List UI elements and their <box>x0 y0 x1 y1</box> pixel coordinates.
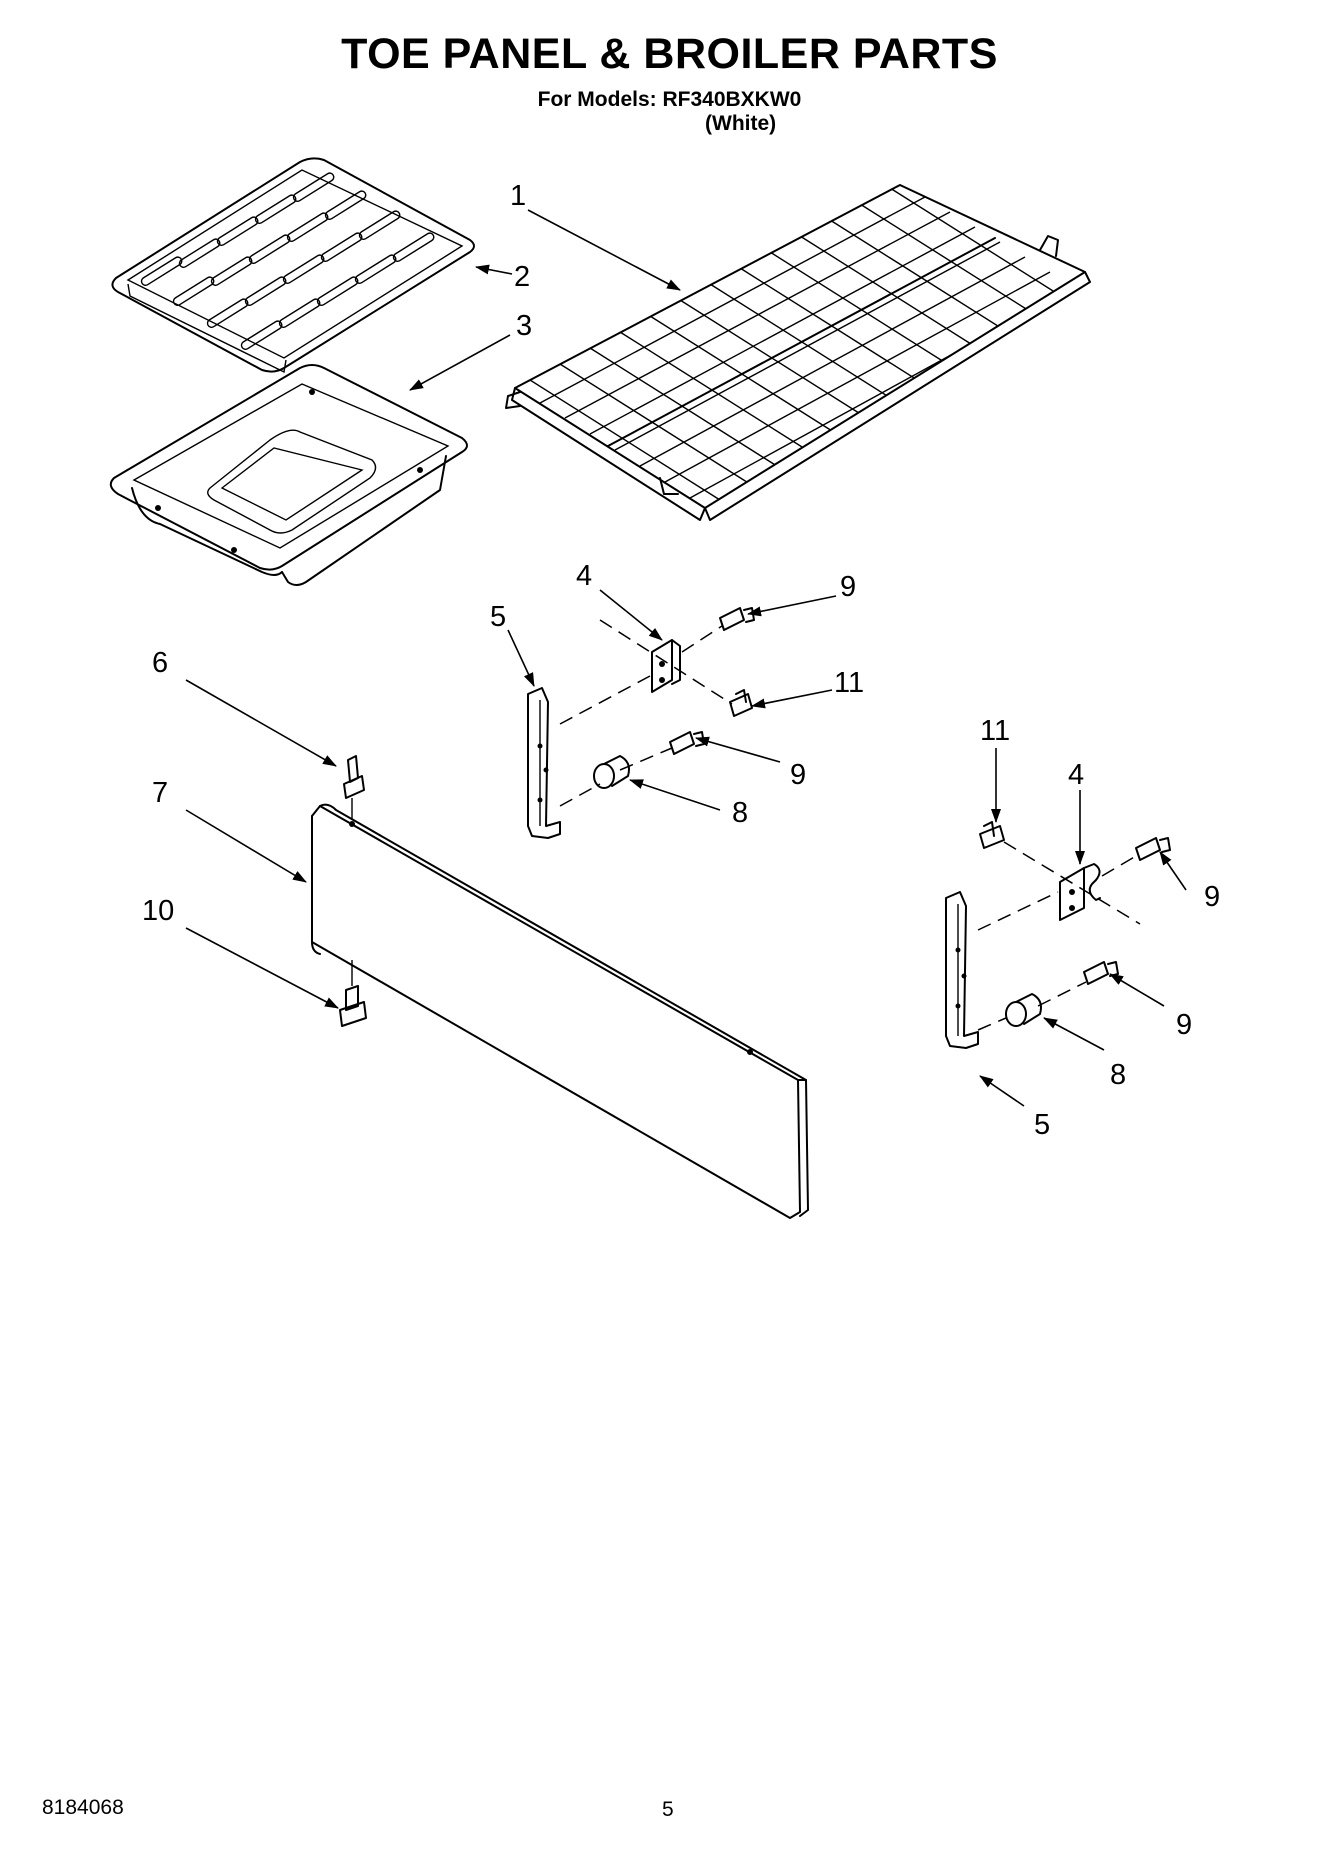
callout-11-right: 11 <box>980 715 1010 747</box>
callout-9-bottom-right: 9 <box>1176 1009 1192 1041</box>
callout-8-right: 8 <box>1110 1059 1126 1091</box>
toe-panel <box>311 803 809 1219</box>
callout-7: 7 <box>152 777 168 809</box>
right-leg-assembly <box>945 821 1171 1049</box>
color-note: (White) <box>705 112 777 135</box>
callout-6: 6 <box>152 647 168 679</box>
page-number: 5 <box>662 1798 674 1821</box>
callout-4-right: 4 <box>1068 759 1084 791</box>
broiler-grid <box>111 157 475 374</box>
callout-9-top-left: 9 <box>840 571 856 603</box>
broiler-pan <box>109 364 468 586</box>
page-title: TOE PANEL & BROILER PARTS <box>341 30 998 78</box>
oven-rack <box>505 184 1091 521</box>
callout-5-right: 5 <box>1034 1109 1050 1141</box>
callout-2: 2 <box>514 261 530 293</box>
callout-11-left: 11 <box>834 667 864 699</box>
callout-8-left: 8 <box>732 797 748 829</box>
callout-5-left: 5 <box>490 601 506 633</box>
models-line: For Models: RF340BXKW0 <box>537 88 802 111</box>
panel-clip <box>343 755 365 820</box>
callout-10: 10 <box>142 895 174 927</box>
left-leg-assembly <box>527 607 755 839</box>
panel-screw <box>339 960 367 1027</box>
callout-4-left: 4 <box>576 560 592 592</box>
callout-3: 3 <box>516 310 532 342</box>
callout-9-mid-left: 9 <box>790 759 806 791</box>
leader-lines <box>185 209 1187 1107</box>
document-number: 8184068 <box>42 1796 124 1819</box>
callout-9-top-right: 9 <box>1204 881 1220 913</box>
callout-1: 1 <box>510 180 526 212</box>
